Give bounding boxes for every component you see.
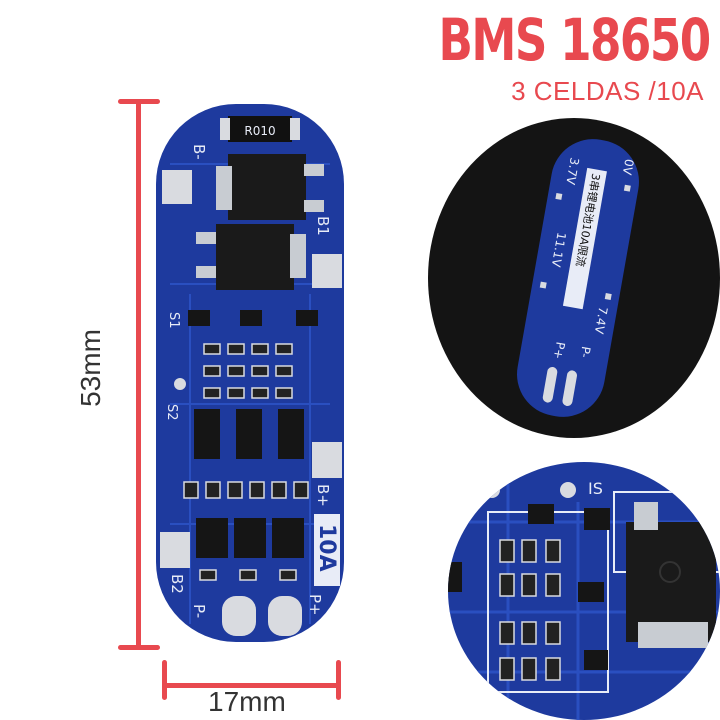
p-minus-label: P- [190, 604, 208, 618]
back-label-3v7: 3.7V [563, 156, 582, 186]
zoom-view-drawing: IS [448, 462, 720, 720]
back-label-p-minus: P- [577, 345, 593, 359]
width-dimension-cap-left [162, 660, 167, 700]
pad-b-plus [312, 442, 342, 478]
mosfet-2 [216, 224, 294, 290]
back-label-0v: 0V [620, 158, 637, 177]
b-minus-label: B- [190, 144, 208, 160]
zoom-ic-1 [528, 504, 554, 524]
zoom-ic-3 [578, 582, 604, 602]
page-title: BMS 18650 [438, 6, 712, 74]
s2-label: S2 [164, 404, 179, 421]
mosfet-1 [228, 154, 306, 220]
back-view-circle: 3.7V 0V 11.1V 7.4V 3串锂电池10A限流 P+ P- [428, 118, 720, 438]
zoom-view-circle: IS [448, 462, 720, 720]
width-dimension-cap-right [336, 660, 341, 700]
back-label-p-plus: P+ [551, 341, 568, 360]
back-label-7v4: 7.4V [592, 306, 611, 336]
page-subtitle: 3 CELDAS /10A [511, 76, 704, 106]
height-dimension-line [136, 100, 141, 648]
resistor-label: R010 [244, 124, 275, 138]
pad-p-minus [222, 596, 256, 636]
back-label-11v1: 11.1V [549, 231, 569, 269]
s1-label: S1 [166, 312, 181, 329]
zoom-ic-4 [584, 650, 608, 670]
current-badge: 10A [314, 524, 339, 572]
current-badge-bg [314, 514, 340, 586]
height-dimension-cap-bottom [118, 645, 160, 650]
height-dimension-cap-top [118, 99, 160, 104]
height-dimension-label: 53mm [74, 329, 106, 407]
zoom-ic-2 [584, 508, 610, 530]
zoom-label-is: IS [588, 479, 603, 498]
pad-p-plus [268, 596, 302, 636]
back-chinese-label-bg [562, 167, 607, 310]
pad-b2 [160, 532, 190, 568]
back-view-drawing: 3.7V 0V 11.1V 7.4V 3串锂电池10A限流 P+ P- [428, 118, 720, 438]
pad-b1 [312, 254, 342, 288]
b2-label: B2 [168, 574, 186, 594]
p-plus-label: P+ [306, 594, 324, 616]
width-dimension-label: 17mm [208, 686, 286, 717]
b-plus-label: B+ [314, 484, 332, 507]
resistor-r010 [228, 116, 292, 142]
width-dimension-line [164, 683, 340, 688]
b1-label: B1 [314, 216, 332, 236]
bms-board-front: R010 B- B1 S1 S2 B+ 10A B2 P- P+ [150, 104, 350, 664]
pad-b-minus [162, 170, 192, 204]
pcb-front-drawing: R010 B- B1 S1 S2 B+ 10A B2 P- P+ [156, 104, 344, 642]
